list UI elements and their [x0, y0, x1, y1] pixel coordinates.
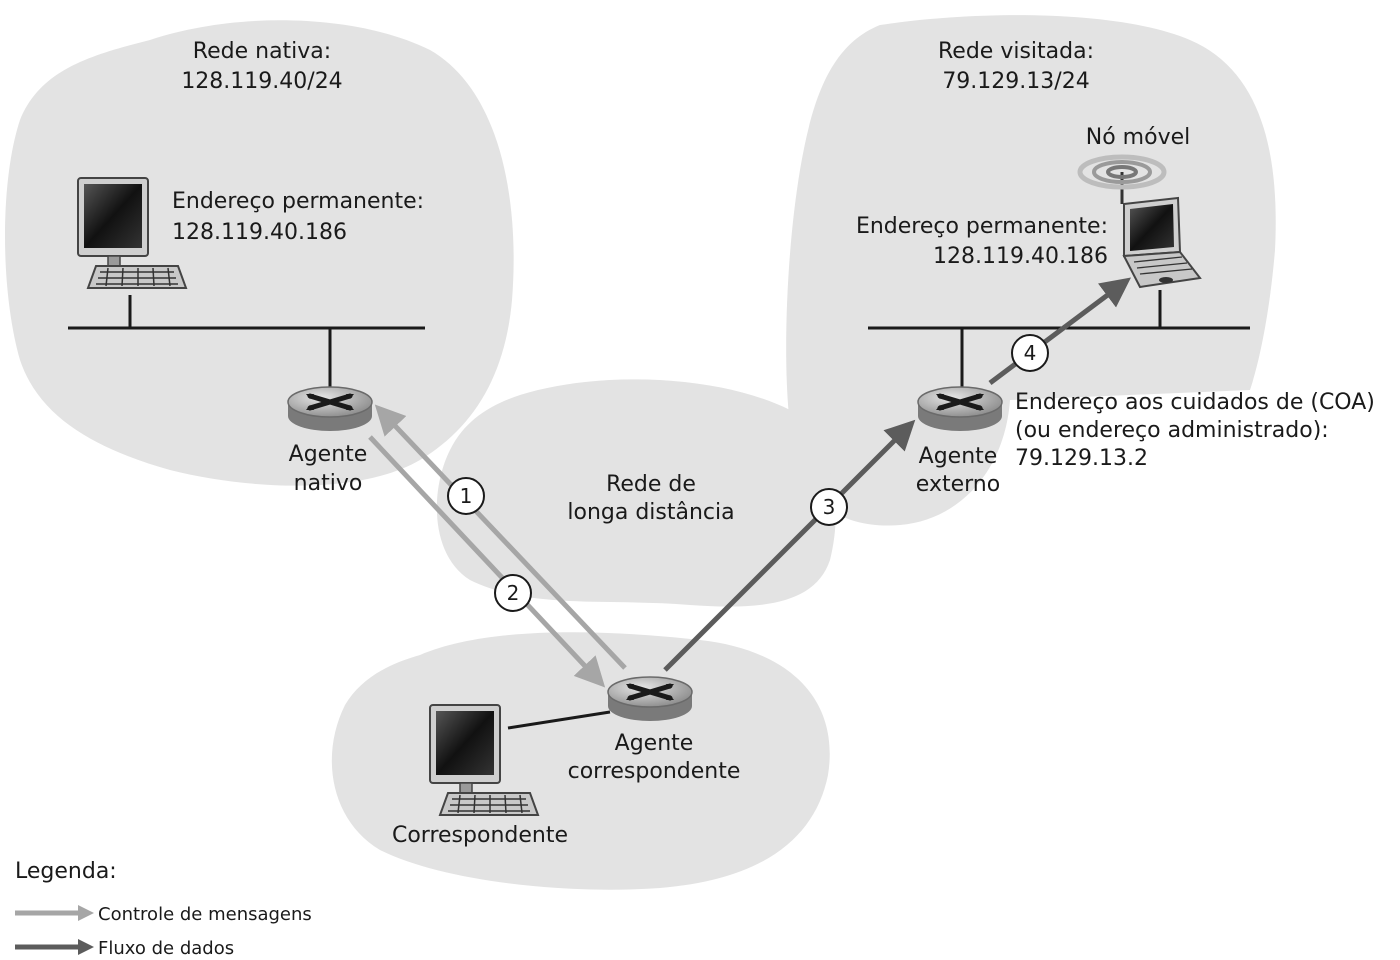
foreign-agent-label-line1: Agente	[919, 444, 998, 469]
arrow-step-1-control	[374, 404, 627, 670]
home-host-address-value: 128.119.40.186	[172, 220, 347, 245]
home-network-title: Rede nativa:	[193, 39, 331, 64]
home-agent-label-line1: Agente	[289, 442, 368, 467]
legend: Legenda: Controle de mensagens Fluxo de …	[15, 859, 312, 959]
arrow-step-4-data	[988, 277, 1132, 386]
step-3-number: 3	[823, 495, 836, 519]
coa-label-line2: (ou endereço administrado):	[1015, 418, 1329, 443]
step-1-number: 1	[460, 484, 473, 508]
correspondent-host-label: Correspondente	[392, 823, 568, 848]
home-network-subnet: 128.119.40/24	[181, 69, 342, 94]
coa-label-line1: Endereço aos cuidados de (COA)	[1015, 390, 1375, 415]
home-agent-router-icon	[288, 387, 372, 431]
legend-title: Legenda:	[15, 859, 117, 884]
wan-label-line1: Rede de	[606, 472, 696, 497]
correspondent-agent-router-icon	[608, 677, 692, 721]
correspondent-agent-label-line2: correspondente	[568, 759, 741, 784]
arrow-step-2-control	[368, 435, 606, 688]
correspondent-lan	[507, 710, 611, 730]
mobile-node-label: Nó móvel	[1086, 125, 1190, 150]
arrow-step-3-data	[663, 419, 916, 672]
wireless-signal-icon	[1077, 154, 1167, 204]
coa-address-value: 79.129.13.2	[1015, 446, 1148, 471]
step-4-number: 4	[1024, 341, 1037, 365]
legend-data-label: Fluxo de dados	[98, 938, 234, 959]
correspondent-network-cloud	[331, 632, 830, 890]
mobile-node-address-value: 128.119.40.186	[933, 244, 1108, 269]
foreign-agent-router-icon	[918, 387, 1002, 431]
step-marker-3: 3	[810, 488, 848, 526]
home-network-cloud	[5, 20, 514, 486]
mobile-node-address-label: Endereço permanente:	[856, 214, 1108, 239]
home-agent-label-line2: nativo	[294, 471, 363, 496]
foreign-agent-label-line2: externo	[916, 472, 1000, 497]
step-2-number: 2	[507, 581, 520, 605]
mobile-node-laptop-icon	[1122, 196, 1202, 289]
legend-control-label: Controle de mensagens	[98, 904, 312, 925]
visited-network-title: Rede visitada:	[938, 39, 1094, 64]
step-marker-4: 4	[1011, 334, 1049, 372]
step-marker-1: 1	[447, 477, 485, 515]
wan-label-line2: longa distância	[567, 500, 734, 525]
home-lan	[68, 295, 425, 395]
home-host-address-label: Endereço permanente:	[172, 189, 424, 214]
correspondent-agent-label-line1: Agente	[615, 731, 694, 756]
wan-cloud	[436, 379, 836, 607]
visited-network-cloud	[786, 15, 1276, 526]
visited-lan	[868, 290, 1250, 393]
step-marker-2: 2	[494, 574, 532, 612]
visited-network-subnet: 79.129.13/24	[942, 69, 1089, 94]
